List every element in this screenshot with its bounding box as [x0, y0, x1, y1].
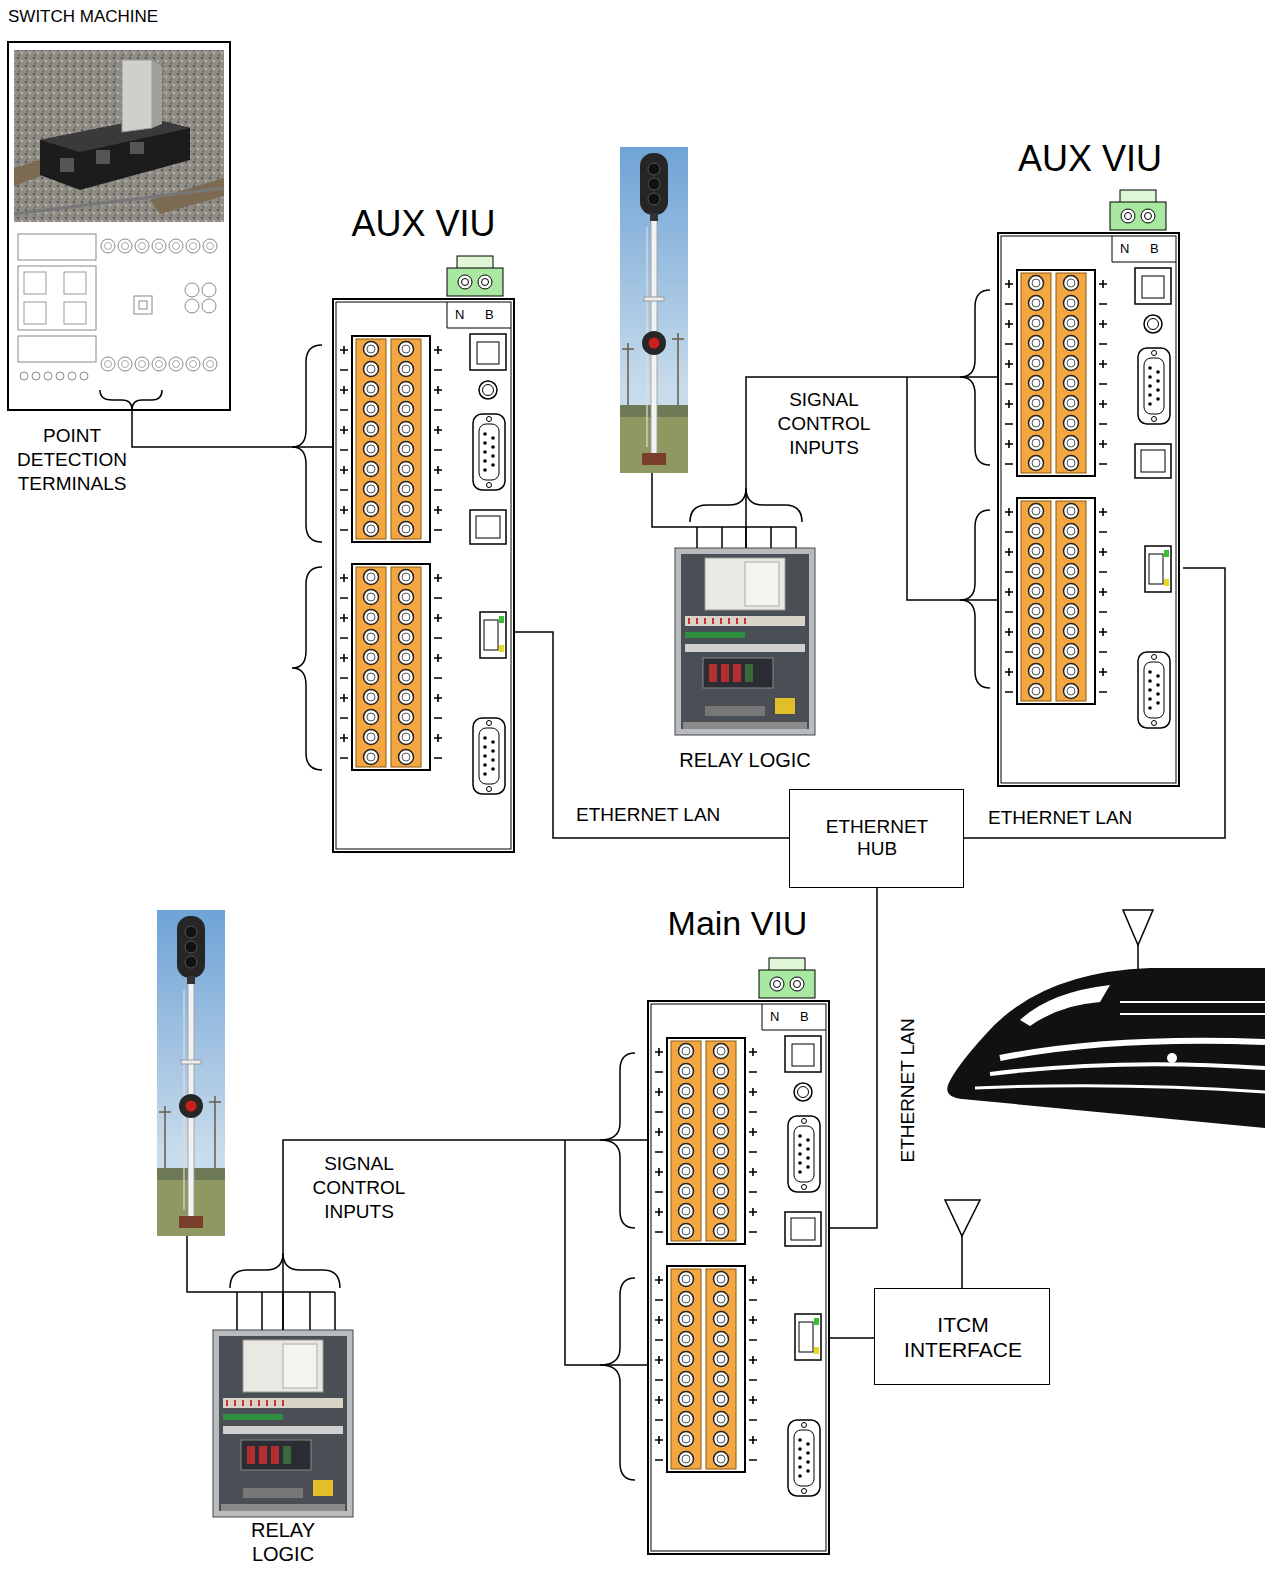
node-label: AUX VIU: [312, 202, 535, 245]
power-connector: [759, 958, 815, 998]
connector-line: [907, 377, 997, 600]
terminal-name: B: [1150, 241, 1159, 257]
viu-device: [333, 299, 514, 852]
node-label: ETHERNET HUB: [817, 816, 937, 862]
callout-label: SIGNAL CONTROL INPUTS: [765, 388, 883, 459]
switch-machine-illustration: [8, 42, 230, 410]
power-connector: [1110, 190, 1166, 230]
callout-label: SIGNAL CONTROL INPUTS: [300, 1152, 418, 1223]
main-viu-unit: Main VIU: [647, 903, 828, 1555]
node-label: RELAY LOGIC: [655, 748, 835, 772]
relay-logic-photo: [213, 1330, 353, 1517]
terminal-name: N: [1120, 241, 1129, 257]
viu-device: [998, 233, 1179, 786]
connector: [515, 632, 789, 838]
connector-line: [828, 1337, 874, 1339]
aux-viu-unit: AUX VIU: [332, 200, 515, 852]
train-illustration: [947, 910, 1265, 1128]
terminal-name: B: [485, 307, 494, 323]
connector-line: [746, 377, 997, 548]
relay-logic-photo: [675, 548, 815, 735]
connector-line: [132, 410, 332, 447]
power-connector: [447, 256, 503, 296]
aux-viu-unit: AUX VIU: [997, 135, 1183, 785]
switch-machine-panel: SWITCH MACHINE: [8, 5, 230, 410]
connector-line: [964, 568, 1225, 838]
connector: [964, 568, 1225, 838]
connector-line: [828, 888, 877, 1228]
itcm-interface-box: ITCM INTERFACE: [874, 1288, 1050, 1385]
node-label: Main VIU: [627, 903, 848, 944]
node-label: RELAY LOGIC: [238, 1518, 328, 1566]
connector-line: [283, 1140, 647, 1330]
connector-line: [515, 632, 789, 838]
signal-photo: [620, 147, 688, 473]
signal-photo: [157, 910, 225, 1236]
node-label: SWITCH MACHINE: [8, 7, 230, 27]
node-label: AUX VIU: [977, 137, 1203, 180]
terminal-name: N: [770, 1009, 779, 1025]
viu-device: [648, 1001, 829, 1554]
terminal-name: N: [455, 307, 464, 323]
connector: [746, 377, 997, 600]
connector: [828, 1338, 874, 1339]
connector: [283, 1140, 647, 1365]
relay-logic-cabinet: RELAY LOGIC: [675, 548, 815, 775]
terminal-name: B: [800, 1009, 809, 1025]
connector-label: ETHERNET LAN: [985, 806, 1135, 831]
connector: [828, 888, 877, 1228]
relay-logic-cabinet: RELAY LOGIC: [213, 1330, 353, 1568]
node-label: ITCM INTERFACE: [885, 1312, 1041, 1362]
connector-line: [565, 1140, 647, 1365]
connector-label: ETHERNET LAN: [896, 1015, 921, 1165]
connector: [132, 410, 332, 447]
ethernet-hub-box: ETHERNET HUB: [789, 789, 964, 888]
connector-label: ETHERNET LAN: [573, 803, 723, 828]
callout-label: POINT DETECTION TERMINALS: [8, 424, 136, 495]
signal-wires: [187, 473, 796, 1330]
antenna-symbol: [945, 1200, 980, 1288]
